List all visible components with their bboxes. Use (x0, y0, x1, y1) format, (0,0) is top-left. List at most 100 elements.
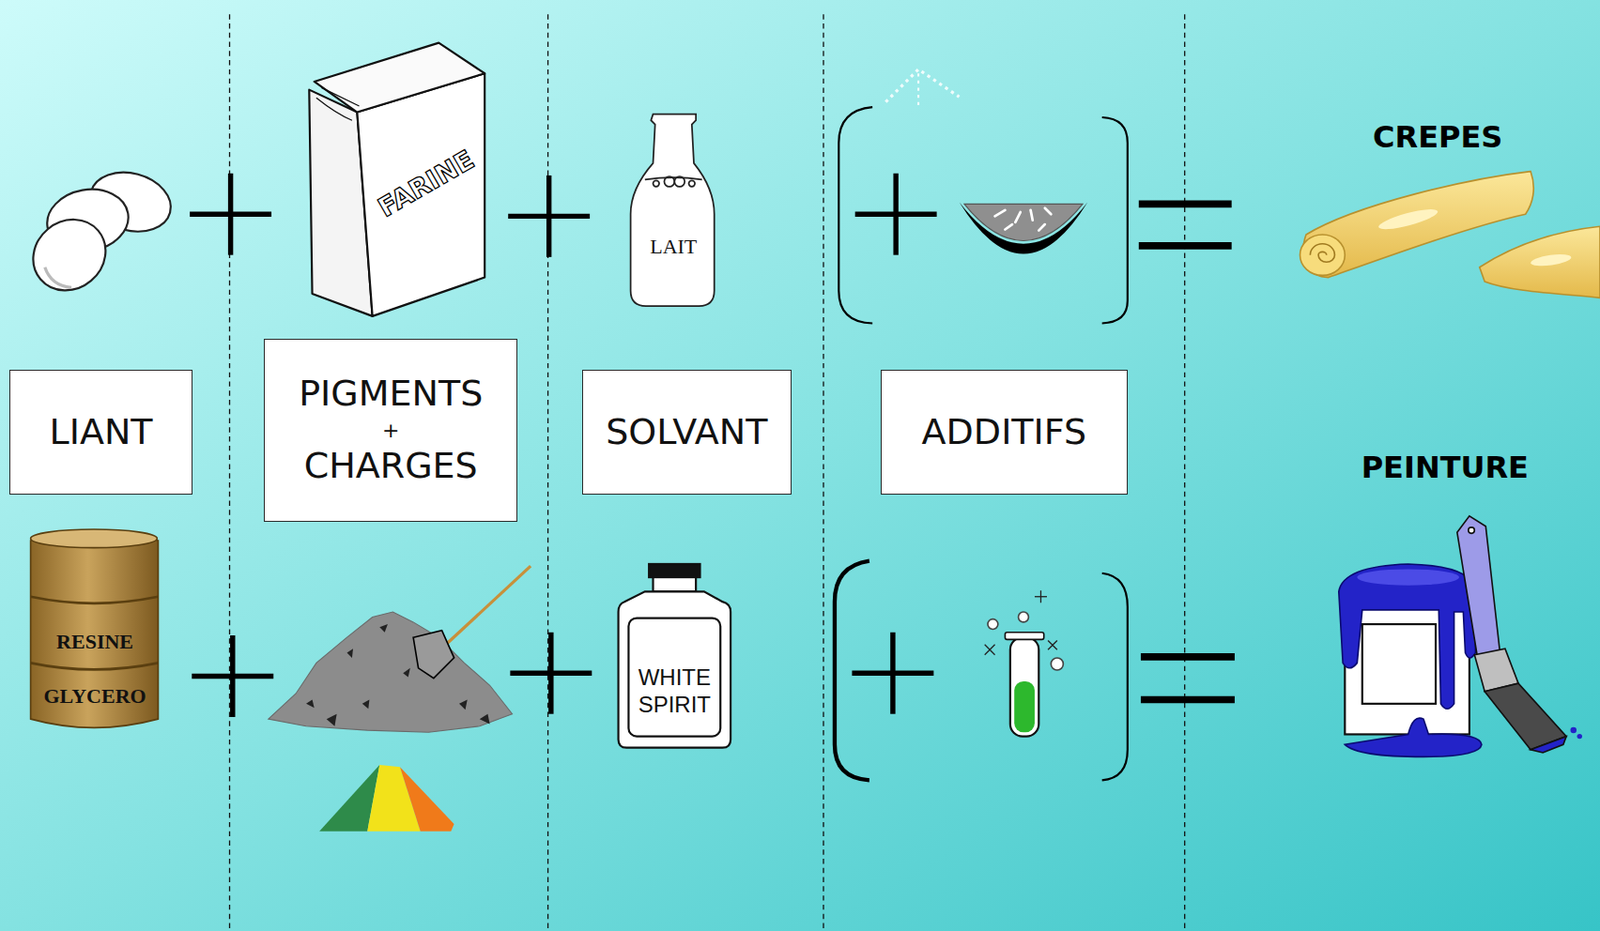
plus-sign (892, 173, 898, 256)
flour-bag (321, 87, 359, 107)
paint-brush (1484, 683, 1567, 751)
plus-sign (546, 175, 552, 258)
equals-sign (1140, 696, 1235, 705)
column-divider (1184, 14, 1185, 931)
box-label: ADDITIFS (922, 412, 1087, 454)
bracket (838, 107, 873, 324)
ingredient-box: SOLVANT (582, 369, 792, 495)
test-tube (1047, 640, 1058, 650)
white-spirit-bottle (653, 577, 697, 592)
flour-bag (356, 73, 485, 317)
column-divider (229, 14, 231, 931)
melon-slice (1045, 208, 1052, 216)
melon-slice (1038, 224, 1046, 231)
ingredient-box: LIANT (9, 369, 194, 495)
ingredient-box: PIGMENTS+CHARGES (263, 338, 518, 523)
illustration-label: GLYCERO (43, 684, 146, 709)
paint-brush (1577, 734, 1583, 739)
crepes (1479, 226, 1600, 298)
paint-can (1344, 718, 1482, 757)
melon-slice (917, 73, 920, 108)
flour-bag (314, 43, 485, 113)
eggs (18, 164, 178, 306)
plus-sign (230, 635, 235, 718)
illustration (18, 14, 1600, 931)
melon-slice (959, 201, 1089, 254)
pigment-pile (400, 767, 455, 831)
white-spirit-bottle (618, 564, 732, 749)
pigment-pile (479, 714, 491, 725)
melon-slice (1030, 210, 1033, 221)
milk-bottle (630, 114, 715, 307)
equals-sign (1138, 203, 1235, 700)
pigment-pile (306, 624, 491, 727)
test-tube (987, 612, 1063, 671)
white-spirit-bottle (648, 564, 700, 578)
test-tube (1050, 658, 1063, 671)
test-tube (984, 645, 996, 656)
melon-slice (995, 210, 1006, 217)
test-tube (984, 590, 1058, 655)
milk-bottle (630, 114, 715, 307)
test-tube (984, 590, 1064, 737)
pigment-pile (402, 668, 411, 678)
paint-can (1338, 564, 1482, 757)
crepes (1299, 171, 1600, 299)
bracket (1102, 117, 1128, 324)
plus-sign (228, 173, 233, 256)
test-tube (1047, 640, 1058, 650)
pigment-pile (379, 624, 388, 633)
pigment-pile (446, 566, 531, 646)
paint-brush (1457, 516, 1583, 754)
test-tube (984, 645, 996, 656)
paint-brush (1569, 727, 1577, 735)
crepes (1377, 205, 1440, 233)
milk-bottle (653, 180, 661, 187)
white-spirit-bottle (618, 591, 732, 748)
pigment-pile (346, 648, 354, 659)
test-tube (1014, 681, 1035, 733)
test-tube (1040, 590, 1042, 603)
paint-can (1356, 569, 1460, 585)
illustration-label: WHITE SPIRIT (626, 664, 724, 720)
bracket (834, 107, 1128, 781)
pigment-pile (413, 630, 454, 679)
bracket (1102, 573, 1128, 782)
plus-sign (890, 632, 895, 715)
box-label: CHARGES (304, 446, 478, 488)
paint-brush (1468, 527, 1476, 535)
equals-sign (1138, 242, 1232, 250)
bracket (834, 561, 870, 782)
plus-sign (189, 173, 937, 718)
plus-sign (548, 632, 554, 715)
melon-slice (995, 208, 1052, 231)
illustration-label: RESINE (56, 629, 134, 654)
result-label: CREPES (1372, 118, 1503, 154)
test-tube (1018, 612, 1030, 623)
pigment-pile (306, 699, 315, 708)
pigment-pile (326, 714, 338, 727)
crepes (1299, 234, 1345, 276)
column-divider (547, 14, 549, 931)
equals-sign (1138, 200, 1232, 209)
crepes (1530, 252, 1573, 269)
flour-bag (316, 97, 353, 121)
ingredient-box: ADDITIFS (880, 369, 1128, 495)
test-tube (1004, 632, 1044, 641)
result-label: PEINTURE (1361, 449, 1529, 486)
illustration-label: LAIT (649, 234, 697, 260)
melon-slice (885, 69, 959, 103)
paint-can (1362, 624, 1436, 705)
paint-brush (1530, 737, 1567, 754)
equals-sign (1140, 653, 1235, 662)
eggs (45, 267, 72, 289)
paint-brush (1457, 516, 1501, 659)
resin-barrel (30, 597, 159, 604)
pigment-pile (459, 699, 468, 710)
melon-slice (964, 203, 1083, 241)
